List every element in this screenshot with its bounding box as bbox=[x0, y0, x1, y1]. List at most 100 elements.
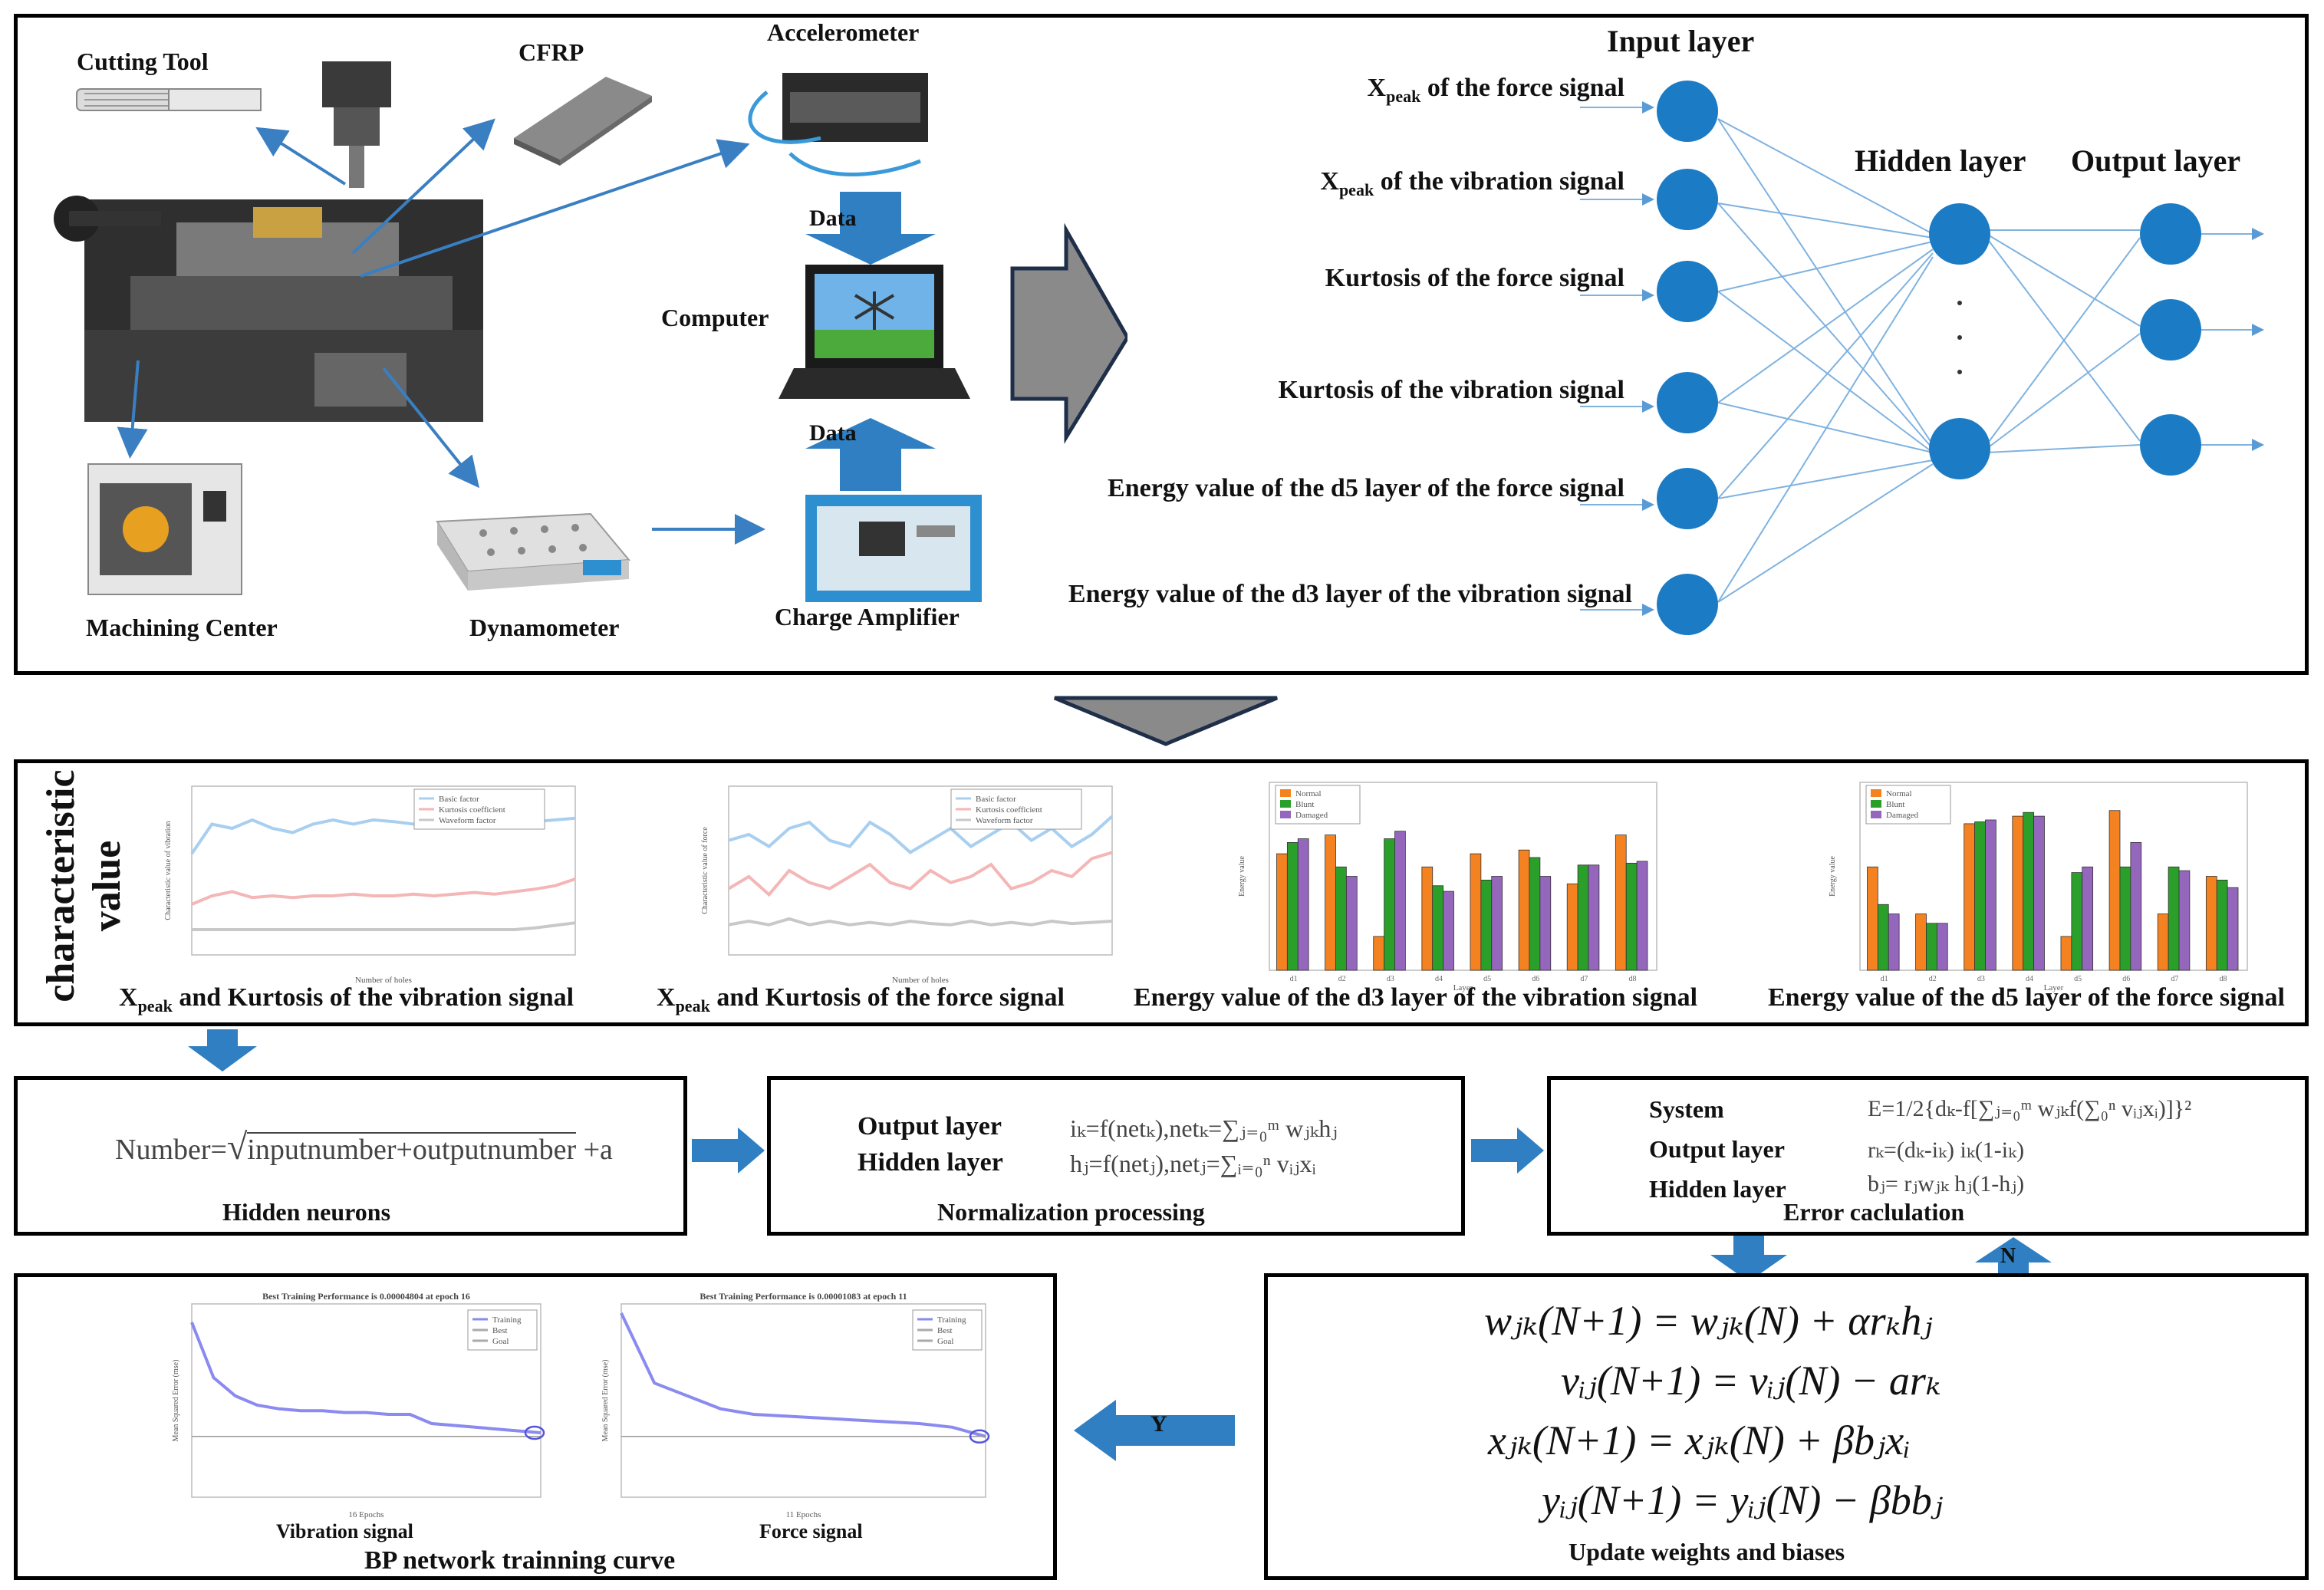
series-line-1 bbox=[191, 877, 576, 906]
legend-label-2: Damaged bbox=[1886, 811, 1919, 820]
bar-2-0 bbox=[1964, 823, 1976, 971]
plot-frame bbox=[1269, 782, 1657, 971]
legend-label-0: Basic factor bbox=[439, 795, 479, 804]
y-axis-label: Characteristic value of force bbox=[701, 827, 709, 914]
spindle-icon bbox=[322, 61, 391, 188]
accelerometer-label: Accelerometer bbox=[767, 18, 920, 46]
error-output-label: Output layer bbox=[1649, 1135, 1785, 1163]
chart-title: Best Training Performance is 0.00004804 … bbox=[262, 1291, 470, 1302]
input-label-4: Energy value of the d5 layer of the forc… bbox=[1108, 474, 1624, 502]
legend-label-0: Basic factor bbox=[976, 795, 1016, 804]
bar-6-0 bbox=[2157, 914, 2169, 971]
bar-6-2 bbox=[2178, 870, 2191, 971]
bar-4-1 bbox=[1480, 879, 1493, 971]
characteristic-value-title: characteristic value bbox=[39, 769, 129, 1002]
legend-swatch-2 bbox=[1871, 811, 1881, 818]
legend-box bbox=[413, 788, 545, 830]
y-axis-label: Energy value bbox=[1238, 856, 1246, 897]
plot-frame bbox=[191, 1303, 541, 1498]
series-line-0 bbox=[190, 1322, 541, 1434]
setup-to-network-arrow bbox=[1010, 222, 1127, 444]
yes-label: Y bbox=[1150, 1411, 1167, 1437]
legend-label-1: Blunt bbox=[1295, 800, 1314, 809]
cfrp-plate-icon bbox=[514, 77, 652, 166]
caption-d5-energy: Energy value of the d5 layer of the forc… bbox=[1768, 983, 2285, 1012]
machining-center-icon bbox=[87, 463, 242, 595]
legend-swatch-0 bbox=[1871, 789, 1881, 797]
output-node-2 bbox=[2140, 414, 2201, 476]
hidden-ellipsis bbox=[1957, 301, 1962, 374]
plot-frame bbox=[191, 785, 576, 956]
plot-frame bbox=[1859, 782, 2248, 971]
x-axis-label: Layer bbox=[2044, 983, 2064, 993]
bar-2-1 bbox=[1974, 821, 1986, 971]
bar-3-1 bbox=[2023, 811, 2035, 971]
bar-7-0 bbox=[1615, 835, 1627, 971]
normalization-hidden-formula: hⱼ=f(netⱼ),netⱼ=∑ᵢ₌₀ⁿ vᵢⱼxᵢ bbox=[1070, 1150, 1316, 1177]
x-axis-label: Number of holes bbox=[355, 976, 412, 985]
legend-label-1: Blunt bbox=[1886, 800, 1904, 809]
input-label-1: Xpeak of the vibration signal bbox=[1320, 167, 1624, 199]
error-output-formula: rₖ=(dₖ-iₖ) iₖ(1-iₖ) bbox=[1868, 1137, 2025, 1163]
bar-5-1 bbox=[1529, 857, 1541, 971]
data-label-top: Data bbox=[809, 206, 857, 231]
legend-swatch-2 bbox=[1280, 811, 1291, 818]
error-to-update-arrow bbox=[1710, 1236, 1787, 1282]
tick-label-5: d6 bbox=[2122, 975, 2130, 983]
tick-label-3: d4 bbox=[2026, 975, 2033, 983]
update-equation-2: vᵢⱼ(N+1) = vᵢⱼ(N) − arₖ bbox=[1561, 1358, 1941, 1404]
machining-center-label: Machining Center bbox=[86, 614, 278, 641]
hidden-neurons-box bbox=[14, 1076, 687, 1236]
bar-0-2 bbox=[1888, 914, 1900, 971]
bar-1-2 bbox=[1345, 876, 1358, 971]
panel-down-arrow bbox=[1054, 696, 1278, 746]
legend-label-1: Best bbox=[937, 1326, 953, 1335]
tick-label-2: d3 bbox=[1977, 975, 1985, 983]
bar-1-1 bbox=[1335, 866, 1347, 971]
series-line-0 bbox=[728, 815, 1114, 854]
legend-label-2: Goal bbox=[492, 1337, 509, 1346]
legend-label-1: Kurtosis coefficient bbox=[439, 805, 505, 815]
charge-amplifier-label: Charge Amplifier bbox=[775, 603, 960, 630]
input-label-5: Energy value of the d3 layer of the vibr… bbox=[1068, 580, 1632, 608]
hidden-to-normalization-arrow bbox=[692, 1127, 765, 1174]
x-axis-label: Layer bbox=[1453, 983, 1473, 993]
input-node-1 bbox=[1657, 169, 1718, 230]
x-axis-label: Number of holes bbox=[892, 976, 949, 985]
update-caption: Update weights and biases bbox=[1569, 1538, 1845, 1565]
update-equation-3: xⱼₖ(N+1) = xⱼₖ(N) + βbⱼxᵢ bbox=[1488, 1417, 1911, 1463]
bar-1-0 bbox=[1915, 914, 1927, 971]
bar-1-0 bbox=[1325, 835, 1336, 971]
legend-label-2: Goal bbox=[937, 1337, 953, 1346]
tick-label-7: d8 bbox=[2219, 975, 2227, 983]
bar-4-0 bbox=[2060, 936, 2072, 971]
training-caption: BP network trainning curve bbox=[364, 1546, 676, 1575]
input-node-5 bbox=[1657, 574, 1718, 635]
error-system-label: System bbox=[1649, 1095, 1724, 1123]
bar-7-2 bbox=[2227, 887, 2239, 971]
cfrp-label: CFRP bbox=[518, 38, 584, 66]
bar-4-1 bbox=[2071, 872, 2083, 971]
bar-3-0 bbox=[1421, 866, 1434, 971]
charge-amplifier-icon bbox=[805, 495, 982, 602]
hidden-layer-title: Hidden layer bbox=[1855, 143, 2026, 178]
tick-label-4: d5 bbox=[1483, 975, 1491, 983]
error-hidden-label: Hidden layer bbox=[1649, 1175, 1786, 1203]
series-line-2 bbox=[728, 917, 1113, 927]
data-arrow-down bbox=[805, 192, 936, 265]
bar-5-1 bbox=[2119, 866, 2131, 971]
force-signal-caption: Force signal bbox=[759, 1520, 863, 1542]
series-line-1 bbox=[727, 851, 1113, 897]
bar-4-2 bbox=[1491, 876, 1503, 971]
bar-3-2 bbox=[1443, 890, 1454, 971]
plot-frame bbox=[621, 1303, 986, 1498]
bar-7-1 bbox=[2216, 879, 2228, 971]
input-label-3: Kurtosis of the vibration signal bbox=[1278, 376, 1624, 404]
bar-0-1 bbox=[1877, 904, 1889, 971]
bar-1-1 bbox=[1926, 923, 1937, 971]
hidden-node-0 bbox=[1929, 203, 1990, 265]
